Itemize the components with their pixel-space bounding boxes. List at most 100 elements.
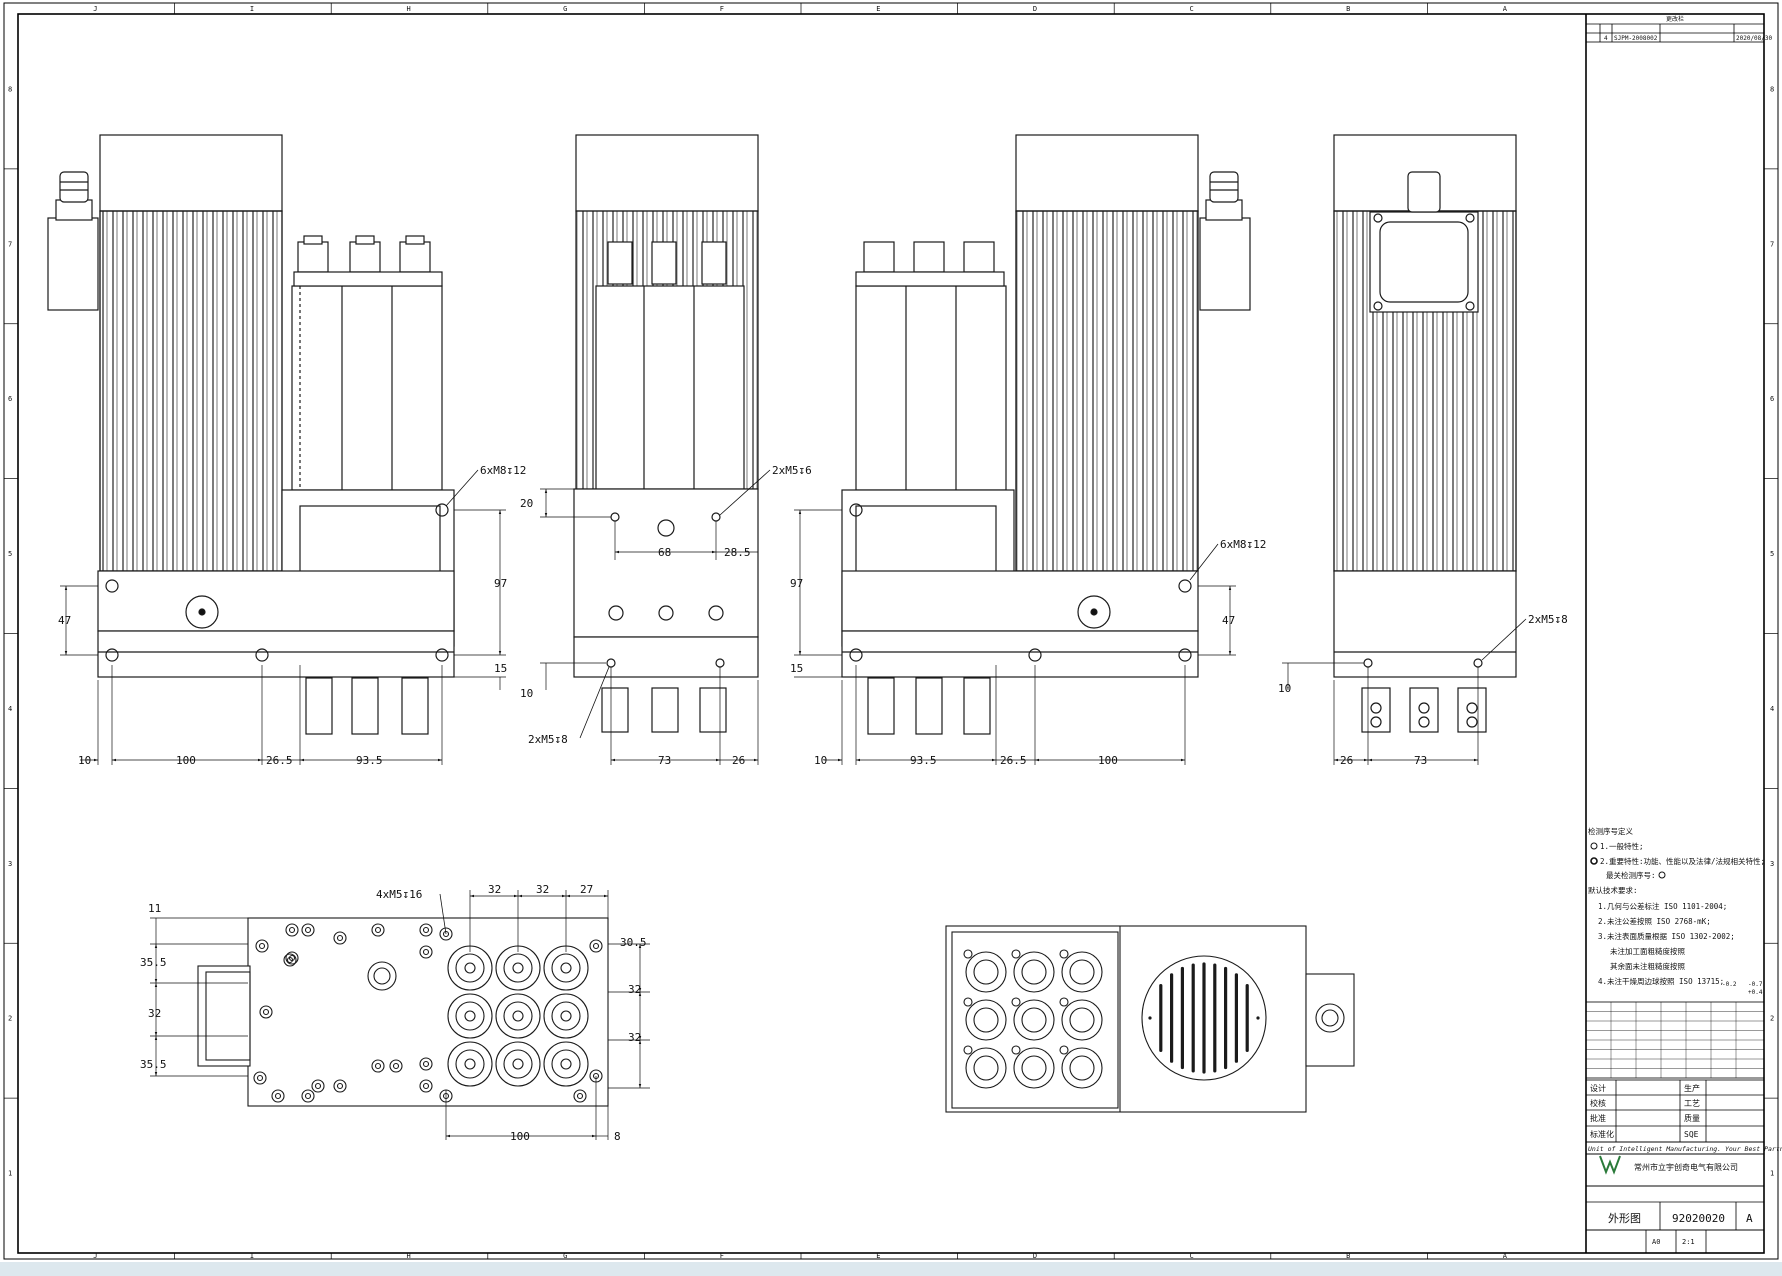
- socket-outer: [543, 1041, 589, 1087]
- mount-hole: [389, 1059, 403, 1073]
- mount-hole: [301, 1089, 315, 1103]
- bottom-mount-holes: [253, 923, 603, 1103]
- mount-hole: [419, 923, 433, 937]
- role-quality: 质量: [1684, 1113, 1700, 1123]
- note-6: 2.未注公差按照 ISO 2768-mK;: [1598, 916, 1711, 926]
- socket-inner: [551, 1001, 581, 1031]
- socket-outer: [1061, 999, 1103, 1041]
- mount-hole-center: [422, 1060, 430, 1068]
- front-elevation-view: [573, 134, 759, 733]
- mount-hole-center: [262, 1008, 270, 1016]
- front-callout-bottom: 2xM5↧8: [528, 733, 568, 746]
- dim-35-5-bottom: 35.5: [140, 1058, 167, 1071]
- right-callout-text: 6xM8↧12: [1220, 538, 1266, 551]
- edge-lower: -0.2: [1722, 981, 1737, 988]
- row-zone-label: 1: [8, 1170, 12, 1178]
- dim-32-left: 32: [148, 1007, 161, 1020]
- dim-32-right-a: 32: [628, 983, 641, 996]
- mount-hole-center: [258, 942, 266, 950]
- row-zone-label: 4: [1770, 705, 1774, 713]
- socket-outer: [1013, 951, 1055, 993]
- mount-hole-center: [392, 1062, 400, 1070]
- row-zone-label: 8: [8, 85, 12, 93]
- row-zone-label: 4: [8, 705, 12, 713]
- dim-97: 97: [494, 577, 507, 590]
- note-5: 1.几何与公差标注 ISO 1101-2004;: [1598, 901, 1727, 911]
- cable-gland-right: [1199, 171, 1251, 311]
- contactor-terminals-front: [607, 241, 727, 285]
- revision-letter: A: [1746, 1212, 1753, 1225]
- socket-inner: [1069, 1007, 1095, 1033]
- socket-screw: [963, 1045, 973, 1055]
- role-standard: 标准化: [1590, 1129, 1614, 1139]
- left-dims: [60, 509, 506, 765]
- socket-inner: [551, 1049, 581, 1079]
- sheet-size: A0: [1652, 1238, 1660, 1246]
- role-production: 生产: [1684, 1083, 1700, 1093]
- socket-outer: [1013, 1047, 1055, 1089]
- socket-inner: [503, 1049, 533, 1079]
- bottom-dims: [150, 890, 650, 1140]
- socket-outer: [1061, 951, 1103, 993]
- socket-inner: [503, 1001, 533, 1031]
- dim-26-side: 26: [1340, 754, 1353, 767]
- dim-73: 73: [658, 754, 671, 767]
- dim-27: 27: [580, 883, 593, 896]
- dim-47: 47: [58, 614, 71, 627]
- dim-73-side: 73: [1414, 754, 1427, 767]
- dim-32-top-a: 32: [488, 883, 501, 896]
- column-zone-top: D: [1033, 5, 1037, 13]
- edge-upper-b: +0.4: [1748, 989, 1763, 996]
- mount-hole: [419, 945, 433, 959]
- column-zone-top: A: [1503, 5, 1508, 13]
- dim-93-5-right: 93.5: [910, 754, 937, 767]
- viewer-status-bar: [0, 1262, 1782, 1276]
- socket-screw: [1011, 997, 1021, 1007]
- socket-pin: [560, 1058, 572, 1070]
- column-zone-top: C: [1190, 5, 1194, 13]
- mount-hole-center: [288, 954, 296, 962]
- column-zone-bottom: G: [563, 1252, 567, 1260]
- connector-plugs-front: [601, 687, 727, 733]
- row-zone-label: 5: [1770, 550, 1774, 558]
- dim-47-right: 47: [1222, 614, 1235, 627]
- mount-hole-center: [374, 1062, 382, 1070]
- connector-plugs-side: [1361, 687, 1487, 733]
- dim-10-front: 10: [520, 687, 533, 700]
- column-zone-top: E: [876, 5, 880, 13]
- column-zone-bottom: D: [1033, 1252, 1037, 1260]
- row-zone-label: 2: [1770, 1015, 1774, 1023]
- bottom-plan-view: [197, 917, 609, 1107]
- mount-hole: [371, 923, 385, 937]
- mount-hole: [371, 1059, 385, 1073]
- socket-pin: [512, 1010, 524, 1022]
- right-dims: [794, 509, 1236, 765]
- mount-hole-center: [336, 934, 344, 942]
- row-zone-label: 6: [8, 395, 12, 403]
- mount-hole-center: [256, 1074, 264, 1082]
- mount-hole: [301, 923, 315, 937]
- side-elevation-view: [1333, 134, 1517, 733]
- note-2: 2.重要特性:功能、性能以及法律/法规相关特性;: [1600, 856, 1765, 866]
- column-zone-bottom: E: [876, 1252, 880, 1260]
- mount-hole-center: [304, 1092, 312, 1100]
- mount-hole: [259, 1005, 273, 1019]
- socket-pin: [512, 1058, 524, 1070]
- mount-hole: [419, 1057, 433, 1071]
- dim-11: 11: [148, 902, 161, 915]
- fan-vent-slots: [1148, 962, 1260, 1074]
- mount-hole: [589, 939, 603, 953]
- front-dims: [540, 488, 759, 765]
- mount-hole-center: [374, 926, 382, 934]
- note-10: 4.未注干燥周边球按照 ISO 13715;: [1598, 976, 1724, 986]
- row-zone-label: 7: [8, 240, 12, 248]
- dim-10-side: 10: [1278, 682, 1291, 695]
- dim-15-right: 15: [790, 662, 803, 675]
- socket-outer: [495, 1041, 541, 1087]
- socket-screw: [1059, 1045, 1069, 1055]
- column-zone-top: G: [563, 5, 567, 13]
- column-zone-top: I: [250, 5, 254, 13]
- column-zone-top: F: [720, 5, 724, 13]
